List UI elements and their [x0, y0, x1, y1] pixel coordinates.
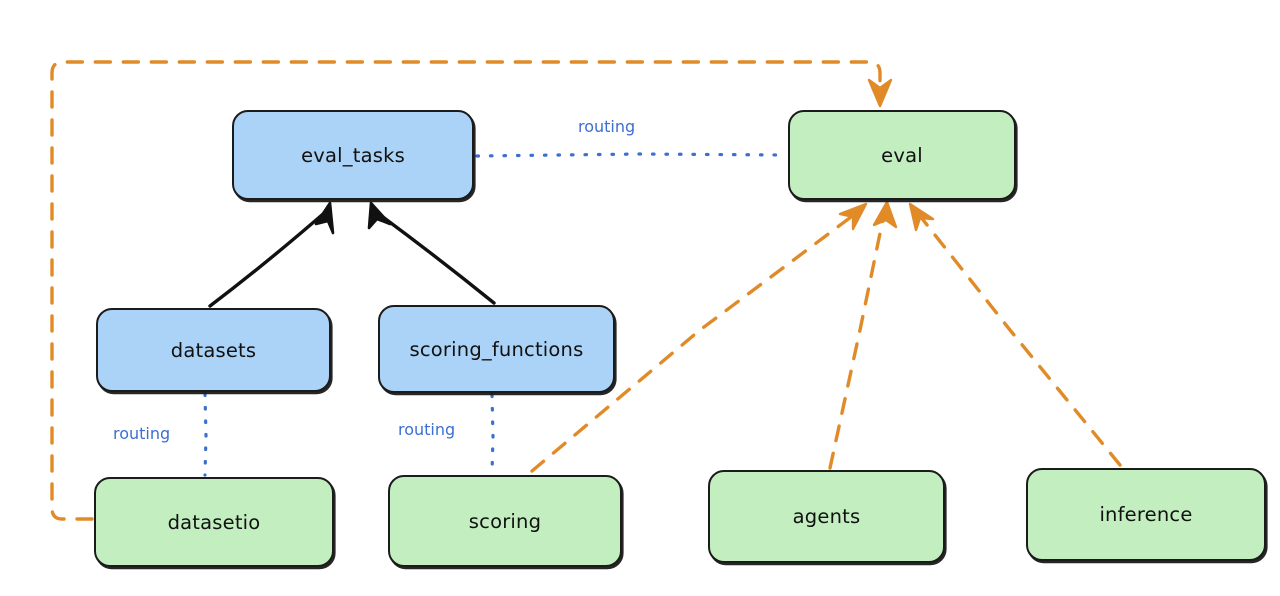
node-scoring[interactable]: scoring [388, 475, 622, 567]
edge-datasets-to-datasetio [203, 392, 208, 477]
edge-eval-tasks-to-eval [475, 152, 787, 158]
node-agents[interactable]: agents [708, 470, 945, 563]
node-label: eval_tasks [301, 143, 405, 167]
node-inference[interactable]: inference [1026, 468, 1266, 561]
edge-scoring-to-eval [530, 202, 868, 473]
edge-datasetio-to-eval [50, 60, 893, 521]
node-label: datasets [170, 338, 257, 362]
node-datasets[interactable]: datasets [96, 308, 331, 392]
node-label: inference [1099, 503, 1193, 526]
node-label: datasetio [167, 510, 261, 534]
edge-label-routing-scoring-functions: routing [398, 420, 456, 439]
node-label: scoring_functions [409, 337, 584, 361]
node-eval-tasks[interactable]: eval_tasks [232, 110, 474, 200]
edge-scoring-functions-to-scoring [490, 393, 495, 475]
edge-label-routing-datasets: routing [113, 424, 171, 443]
node-label: scoring [468, 509, 542, 533]
node-label: agents [792, 505, 861, 528]
edge-agents-to-eval [828, 200, 898, 470]
edge-scoring-functions-to-eval-tasks [367, 201, 496, 305]
node-datasetio[interactable]: datasetio [94, 477, 334, 567]
edge-label-routing-eval-tasks: routing [578, 117, 636, 136]
node-eval[interactable]: eval [788, 110, 1016, 200]
node-label: eval [881, 143, 923, 167]
node-scoring-functions[interactable]: scoring_functions [378, 305, 615, 393]
edge-datasets-to-eval-tasks [208, 201, 335, 308]
edge-inference-to-eval [908, 202, 1122, 467]
